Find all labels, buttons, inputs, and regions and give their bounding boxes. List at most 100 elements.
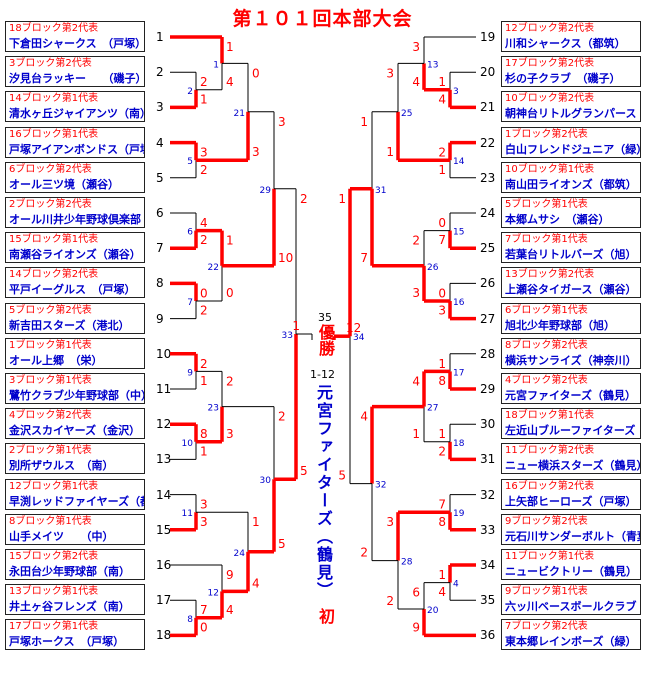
team-box[interactable]: 5ブロック第2代表新吉田スターズ（港北） (5, 302, 145, 334)
match-score: 0 (438, 286, 446, 300)
match-number: 2 (187, 87, 193, 97)
team-seed-number: 2 (156, 65, 164, 80)
team-block-label: 9ブロック第1代表 (505, 586, 588, 598)
team-name: 上瀬谷タイガース（瀬谷） (505, 283, 637, 297)
team-seed-number: 4 (156, 135, 164, 150)
team-name: 白山フレンドジュニア（緑） (505, 142, 641, 156)
match-score: 10 (278, 251, 293, 265)
team-box[interactable]: 13ブロック第1代表井土ヶ谷フレンズ（南） (5, 584, 145, 616)
team-box[interactable]: 8ブロック第1代表山手メイツ （中） (5, 513, 145, 545)
team-box[interactable]: 15ブロック第2代表永田台少年野球部（南） (5, 549, 145, 580)
team-box[interactable]: 8ブロック第2代表横浜サンライズ（神奈川） (501, 337, 641, 369)
team-box[interactable]: 15ブロック第1代表南瀬谷ライオンズ（瀬谷） (5, 232, 145, 264)
team-box[interactable]: 14ブロック第2代表平戸イーグルス （戸塚） (5, 267, 145, 299)
team-seed-number: 21 (480, 100, 496, 115)
team-box[interactable]: 18ブロック第2代表下倉田シャークス （戸塚） (5, 21, 145, 52)
team-seed-number: 35 (480, 593, 496, 608)
team-seed-number: 12 (156, 417, 172, 432)
team-box[interactable]: 4ブロック第2代表金沢スカイヤーズ（金沢） (5, 408, 145, 440)
match-score: 2 (300, 192, 308, 206)
match-number: 10 (182, 439, 194, 449)
team-name: 川和シャークス（都筑） (505, 37, 626, 50)
match-number: 28 (401, 558, 413, 568)
match-number: 22 (208, 263, 219, 273)
team-box[interactable]: 16ブロック第2代表上矢部ヒーローズ（戸塚） (501, 478, 641, 510)
team-box[interactable]: 13ブロック第2代表上瀬谷タイガース（瀬谷） (501, 267, 641, 299)
team-name: オール上郷 （栄） (9, 353, 103, 367)
match-number: 8 (187, 615, 193, 625)
team-box[interactable]: 10ブロック第1代表南山田ライオンズ（都筑） (501, 161, 641, 193)
match-score: 1 (438, 427, 446, 441)
team-seed-number: 18 (156, 628, 172, 643)
match-score: 2 (200, 304, 208, 318)
team-name: ニュービクトリー（鶴見） (505, 565, 637, 578)
match-number: 25 (401, 109, 412, 119)
team-block-label: 17ブロック第2代表 (505, 58, 595, 70)
match-score: 8 (438, 515, 446, 529)
team-block-label: 1ブロック第1代表 (9, 339, 92, 351)
match-number: 16 (453, 298, 465, 308)
match-number: 4 (453, 580, 459, 590)
match-number: 1 (213, 60, 219, 70)
team-box[interactable]: 14ブロック第1代表清水ヶ丘ジャイアンツ（南） (5, 91, 145, 123)
match-score: 4 (226, 603, 234, 617)
team-box[interactable]: 3ブロック第1代表鷺竹クラブ少年野球部（中） (5, 373, 145, 404)
team-block-label: 5ブロック第2代表 (9, 304, 92, 316)
team-block-label: 15ブロック第1代表 (9, 234, 99, 246)
team-box[interactable]: 1ブロック第2代表白山フレンドジュニア（緑） (501, 126, 641, 158)
team-block-label: 2ブロック第1代表 (9, 445, 92, 457)
match-score: 9 (412, 620, 420, 634)
match-score: 1 (438, 75, 446, 89)
team-box[interactable]: 6ブロック第1代表旭北少年野球部（旭） (501, 302, 641, 334)
team-box[interactable]: 1ブロック第1代表オール上郷 （栄） (5, 337, 145, 369)
match-score: 0 (438, 216, 446, 230)
team-name: オール川井少年野球倶楽部（旭） (9, 213, 144, 226)
team-box[interactable]: 11ブロック第1代表ニュービクトリー（鶴見） (501, 549, 641, 580)
match-score: 1 (200, 374, 208, 388)
team-box[interactable]: 5ブロック第1代表本郷ムサシ （瀬谷） (501, 197, 641, 228)
team-box[interactable]: 7ブロック第1代表若葉台リトルバーズ（旭） (501, 232, 641, 264)
team-box[interactable]: 4ブロック第2代表元宮ファイターズ（鶴見） (501, 373, 641, 404)
match-number: 15 (453, 228, 464, 238)
match-score: 4 (412, 374, 420, 388)
match-number: 12 (208, 588, 219, 598)
match-score: 3 (278, 115, 286, 129)
team-block-label: 12ブロック第2代表 (505, 23, 595, 34)
match-score: 4 (438, 585, 446, 599)
match-number: 34 (353, 333, 365, 343)
team-name: 戸塚アイアンボンドス（戸塚） (9, 142, 144, 156)
match-score: 1 (386, 145, 394, 159)
match-number: 33 (282, 331, 293, 341)
team-name: 鷺竹クラブ少年野球部（中） (9, 389, 145, 402)
final-score-right: 12 (346, 321, 361, 335)
team-name: 汐見台ラッキー （磯子） (9, 72, 145, 86)
team-box[interactable]: 11ブロック第2代表ニュー横浜スターズ（鶴見） (501, 443, 641, 475)
team-box[interactable]: 6ブロック第2代表オール三ツ境（瀬谷） (5, 161, 145, 193)
match-score: 3 (386, 66, 394, 80)
match-number: 26 (427, 263, 439, 273)
team-box[interactable]: 7ブロック第2代表東本郷レインボーズ（緑） (501, 619, 641, 651)
team-seed-number: 9 (156, 311, 164, 326)
team-block-label: 13ブロック第2代表 (505, 269, 595, 281)
team-box[interactable]: 3ブロック第2代表汐見台ラッキー （磯子） (5, 56, 145, 88)
match-score: 4 (226, 75, 234, 89)
team-box[interactable]: 17ブロック第1代表戸塚ホークス （戸塚） (5, 619, 145, 651)
team-name: 杉の子クラブ （磯子） (505, 72, 621, 86)
match-number: 6 (187, 228, 193, 238)
team-name: 若葉台リトルバーズ（旭） (505, 248, 637, 262)
team-box[interactable]: 2ブロック第1代表別所ザウルス （南） (5, 443, 145, 475)
team-seed-number: 31 (480, 452, 496, 467)
match-score: 1 (226, 40, 234, 54)
team-block-label: 13ブロック第1代表 (9, 586, 99, 598)
team-box[interactable]: 17ブロック第2代表杉の子クラブ （磯子） (501, 56, 641, 88)
team-box[interactable]: 12ブロック第2代表川和シャークス（都筑） (501, 21, 641, 52)
team-block-label: 10ブロック第2代表 (505, 93, 595, 105)
final-score-left: 1 (292, 319, 300, 333)
